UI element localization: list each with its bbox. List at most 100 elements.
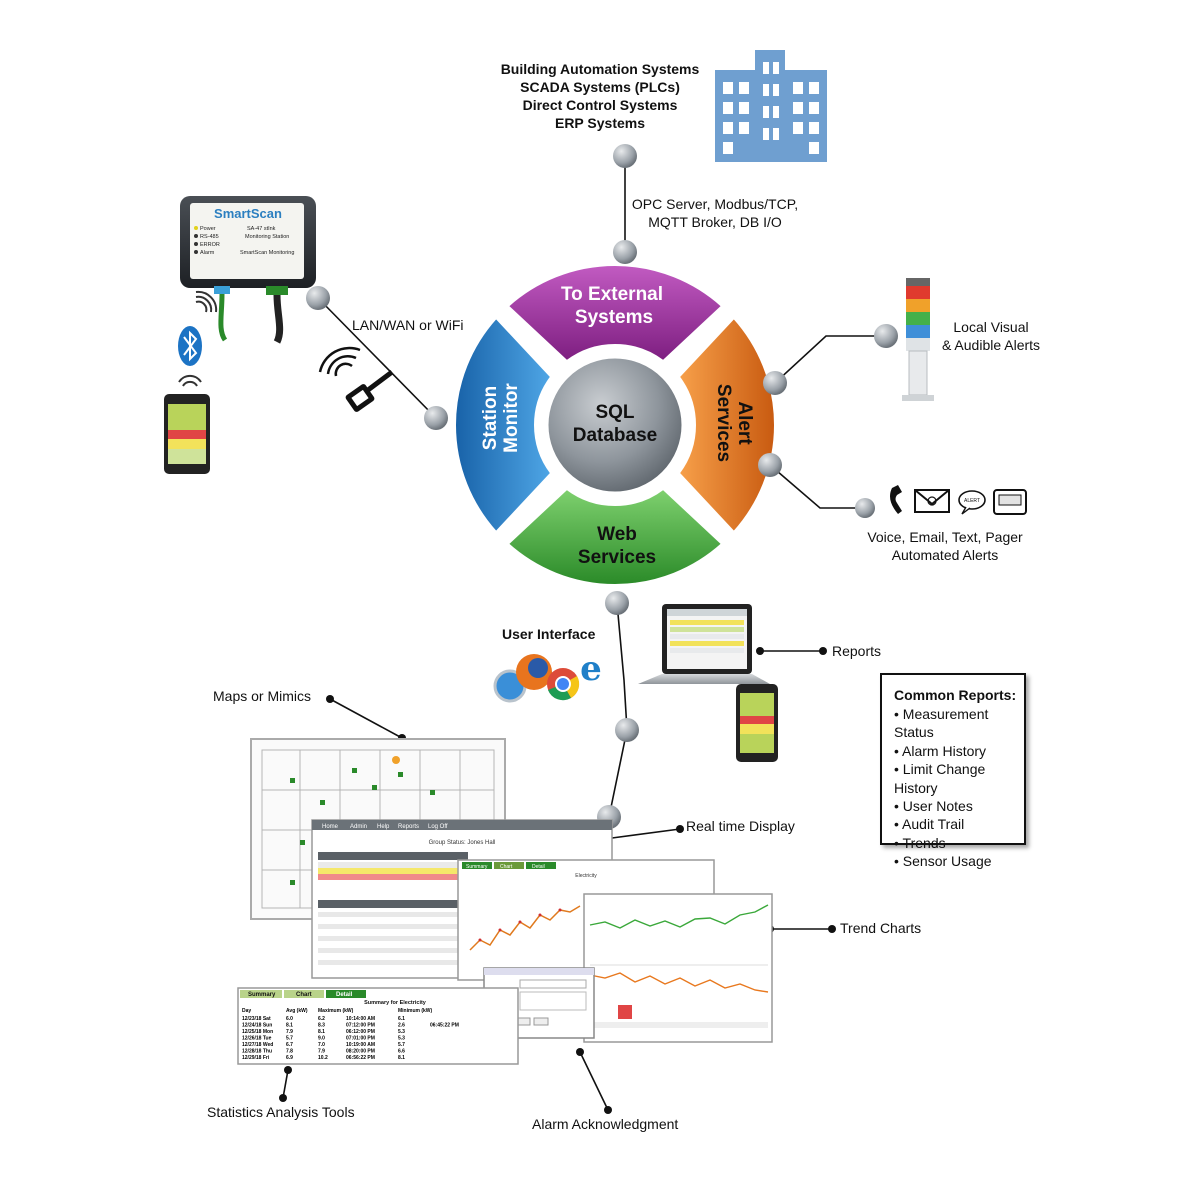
automated-alerts-line-2: Automated Alerts xyxy=(891,547,999,563)
stats-cell: 2.6 xyxy=(398,1023,405,1029)
label-dots xyxy=(279,647,836,1114)
statistics-label: Statistics Analysis Tools xyxy=(207,1104,355,1120)
line-maps xyxy=(329,698,403,739)
line-automated-alerts xyxy=(769,464,865,509)
left-segment-label-1: Station xyxy=(480,386,501,450)
top-segment xyxy=(506,264,724,363)
bottom-segment xyxy=(506,487,724,586)
stats-tab-2: Chart xyxy=(296,992,312,998)
common-reports-list: Measurement StatusAlarm HistoryLimit Cha… xyxy=(894,705,1024,871)
device-line-3: ERROR xyxy=(200,242,220,248)
sql-database-circle xyxy=(545,355,685,495)
building-icon xyxy=(715,50,827,162)
left-segment-label-2: Monitor xyxy=(501,383,522,453)
stats-cell: 7.9 xyxy=(286,1029,293,1035)
node-local-alerts xyxy=(874,324,898,348)
stats-header: Maximum (kW) xyxy=(318,1008,354,1014)
stats-cell: 07:01:00 PM xyxy=(346,1036,375,1042)
automated-alerts-label: Voice, Email, Text, Pager Automated Aler… xyxy=(850,528,1040,564)
external-system-4: ERP Systems xyxy=(554,115,645,131)
right-segment-label-1: Alert xyxy=(734,401,755,445)
common-report-item: Sensor Usage xyxy=(894,852,1024,870)
smartphone-icon-2 xyxy=(736,684,778,762)
node-external-top xyxy=(613,144,637,168)
realtime-display-label: Real time Display xyxy=(686,818,795,834)
external-system-1: Building Automation Systems xyxy=(500,61,700,77)
node-web xyxy=(605,591,629,615)
automated-alerts-line-1: Voice, Email, Text, Pager xyxy=(867,529,1023,545)
dot-reports-left xyxy=(756,647,764,655)
ie-icon: e xyxy=(580,649,602,689)
text-icon-label: ALERT xyxy=(964,498,980,504)
menu-item-1: Home xyxy=(322,824,339,830)
stats-cell: 8.3 xyxy=(318,1023,325,1029)
stats-cell: 12/28/18 Thu xyxy=(242,1049,272,1055)
dot-realtime xyxy=(676,825,684,833)
stats-cell: 12/23/18 Sat xyxy=(242,1016,271,1022)
stats-cell: 12/24/18 Sun xyxy=(242,1023,272,1029)
stats-tab-1: Summary xyxy=(248,992,276,998)
menu-item-3: Help xyxy=(377,824,390,830)
stats-cell: 5.3 xyxy=(398,1036,405,1042)
dot-reports xyxy=(819,647,827,655)
top-segment-label-2: Systems xyxy=(575,307,653,328)
device-product-1: SA-47 stInk xyxy=(247,226,276,232)
dot-alarm xyxy=(604,1106,612,1114)
trend-charts-label: Trend Charts xyxy=(840,920,922,936)
device-maker: SmartScan Monitoring xyxy=(240,250,294,256)
chart-tab-3: Detail xyxy=(532,864,545,870)
stats-cell: 12/25/18 Mon xyxy=(242,1029,273,1035)
stats-cell: 6.2 xyxy=(318,1016,325,1022)
line-alarm xyxy=(579,1051,609,1111)
node-alert-2 xyxy=(758,453,782,477)
lan-wan-label: LAN/WAN or WiFi xyxy=(352,317,464,333)
stats-cell: 06:56:22 PM xyxy=(346,1055,375,1061)
line-web xyxy=(608,602,628,818)
stats-cell: 6.6 xyxy=(398,1049,405,1055)
external-system-3: Direct Control Systems xyxy=(522,97,678,113)
ethernet-plug-icon xyxy=(345,370,394,412)
stats-cell: 6.0 xyxy=(286,1016,293,1022)
stats-header: Minimum (kW) xyxy=(398,1008,432,1014)
line-stats xyxy=(282,1069,289,1099)
stats-header: Day xyxy=(242,1008,251,1014)
stats-cell: 06:12:00 PM xyxy=(346,1029,375,1035)
stats-cell: 08:20:00 PM xyxy=(346,1049,375,1055)
wireless-signal-icon-2 xyxy=(178,375,202,387)
stats-cell: 7.8 xyxy=(286,1049,293,1055)
common-report-item: Trends xyxy=(894,834,1024,852)
stats-cell: 5.7 xyxy=(398,1042,405,1048)
chart-tab-1: Summary xyxy=(466,864,488,870)
stats-cell: 7.9 xyxy=(318,1049,325,1055)
laptop-icon xyxy=(638,604,770,684)
line-local-alerts xyxy=(774,335,886,384)
external-systems-list: Building Automation Systems SCADA System… xyxy=(480,60,720,132)
user-interface-label: User Interface xyxy=(502,626,596,642)
connection-nodes xyxy=(306,144,898,829)
connector-lines xyxy=(282,156,886,1111)
common-report-item: Audit Trail xyxy=(894,815,1024,833)
center-label-1: SQL xyxy=(595,402,634,423)
stats-cell: 12/27/18 Wed xyxy=(242,1042,273,1048)
common-report-item: Alarm History xyxy=(894,742,1024,760)
text-message-icon: ALERT xyxy=(958,490,986,515)
right-segment-label-2: Services xyxy=(713,384,734,462)
stats-cell: 7.0 xyxy=(318,1042,325,1048)
local-alerts-line-2: & Audible Alerts xyxy=(941,337,1041,353)
browser-icons: e xyxy=(493,649,602,703)
menu-item-4: Reports xyxy=(398,824,419,830)
protocols-line-1: OPC Server, Modbus/TCP, xyxy=(631,196,799,212)
node-automated-alerts xyxy=(855,498,875,518)
stats-cell: 12/26/18 Tue xyxy=(242,1036,272,1042)
external-system-2: SCADA Systems (PLCs) xyxy=(520,79,680,95)
reports-label: Reports xyxy=(832,643,882,659)
menu-item-2: Admin xyxy=(350,824,367,830)
stats-cell: 6.9 xyxy=(286,1055,293,1061)
dot-maps xyxy=(326,695,334,703)
device-line-2: RS-485 xyxy=(200,234,219,240)
smartscan-device: SmartScan Power RS-485 ERROR Alarm SA-47… xyxy=(180,196,316,344)
email-icon xyxy=(914,489,950,513)
dot-trend xyxy=(828,925,836,933)
pager-icon xyxy=(993,489,1027,515)
